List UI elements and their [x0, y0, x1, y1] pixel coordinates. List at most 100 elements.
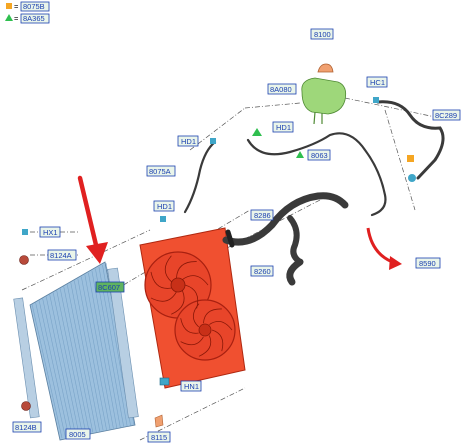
svg-text:8260: 8260	[254, 267, 271, 276]
svg-text:8063: 8063	[311, 151, 328, 160]
radiator-right-tank	[107, 267, 139, 419]
radiator-fin	[73, 280, 104, 431]
radiator-fin	[95, 268, 125, 427]
fan-blade	[180, 336, 204, 346]
legend-item-8a365-box	[20, 13, 50, 24]
reservoir-cap	[317, 63, 334, 73]
callout-hn1[interactable]: HN1	[180, 380, 202, 392]
callout-8124b[interactable]: 8124B	[12, 421, 42, 433]
clip-hc1-icon	[373, 97, 379, 103]
svg-text:=: =	[14, 14, 19, 23]
clip-8075b-fitting-icon	[408, 174, 416, 182]
callout-8260[interactable]: 8260	[250, 265, 274, 277]
radiator-fin	[98, 266, 128, 427]
callout-8c607[interactable]: 8C607	[95, 281, 125, 293]
radiator-fin	[91, 270, 121, 428]
callout-8063[interactable]: 8063	[307, 149, 331, 161]
callout-8005[interactable]: 8005	[65, 428, 91, 440]
radiator-fin	[49, 294, 80, 435]
svg-text:8286: 8286	[254, 211, 271, 220]
clip-hd1-top-icon	[210, 138, 216, 144]
fan-blade	[180, 318, 199, 334]
pointer-arrows	[77, 175, 402, 270]
callout-8100[interactable]: 8100	[310, 28, 334, 40]
callouts: 8100 8A080 HC1 8C289 HD1 HD1 8063 8075A …	[12, 28, 461, 443]
legend-triangle-icon	[5, 14, 13, 21]
callout-8075a[interactable]: 8075A	[146, 165, 176, 177]
callout-hx1[interactable]: HX1	[39, 226, 61, 238]
fan-blade	[198, 335, 212, 357]
svg-text:8005: 8005	[69, 430, 86, 439]
callout-8124a[interactable]: 8124A	[47, 249, 77, 261]
clip-hn1-icon	[159, 377, 170, 386]
legend: = 8075B = 8A365	[5, 1, 50, 24]
radiator-fin	[45, 296, 77, 436]
fan-blade	[182, 275, 209, 286]
hose-8063	[246, 132, 387, 217]
legend-item-8a365: 8A365	[23, 14, 45, 23]
bracket-8115-icon	[154, 414, 164, 428]
radiator-fin	[38, 300, 70, 437]
svg-text:8124B: 8124B	[15, 423, 37, 432]
callout-8a080[interactable]: 8A080	[267, 83, 297, 95]
marker-8a365-b-icon	[296, 151, 304, 158]
red-curved-arrowhead-icon	[389, 256, 402, 270]
svg-text:8590: 8590	[419, 259, 436, 268]
callout-hd1-mid[interactable]: HD1	[272, 121, 294, 133]
fan-lower-hub	[198, 323, 212, 337]
svg-text:8075A: 8075A	[149, 167, 171, 176]
red-down-arrow-icon	[77, 175, 99, 248]
fan-blade	[164, 255, 172, 283]
callout-8115[interactable]: 8115	[147, 431, 171, 443]
fan-blade	[171, 290, 185, 315]
fan-blade	[176, 261, 197, 279]
fan-blade	[192, 303, 200, 328]
callout-8286[interactable]: 8286	[250, 209, 274, 221]
svg-text:HD1: HD1	[181, 137, 196, 146]
fan-upper-hub	[170, 277, 186, 293]
radiator-fin	[77, 278, 107, 431]
radiator-fin	[42, 298, 73, 437]
svg-text:8C607: 8C607	[98, 283, 120, 292]
radiator-fin	[81, 276, 111, 430]
fan-blade	[150, 291, 177, 302]
svg-text:HD1: HD1	[276, 123, 291, 132]
svg-text:HD1: HD1	[157, 202, 172, 211]
fan-blade	[203, 308, 222, 324]
radiator-left-tank	[13, 297, 40, 419]
callout-hd1-top[interactable]: HD1	[177, 135, 199, 147]
callout-8c289[interactable]: 8C289	[432, 109, 461, 121]
radiator-fin	[70, 282, 101, 432]
svg-text:HC1: HC1	[370, 78, 385, 87]
svg-text:8124A: 8124A	[50, 251, 72, 260]
radiator	[13, 261, 139, 441]
fan-blade	[209, 320, 233, 331]
coolant-reservoir	[301, 63, 347, 125]
svg-text:HN1: HN1	[184, 382, 199, 391]
reservoir-body	[301, 77, 347, 115]
hose-upper-clamp	[225, 229, 235, 248]
cap-8124a-icon	[19, 255, 29, 265]
fan-blade	[211, 329, 224, 352]
svg-text:8115: 8115	[151, 433, 167, 442]
radiator-fin	[31, 303, 63, 439]
radiator-fin	[59, 288, 90, 434]
svg-text:8C289: 8C289	[435, 111, 457, 120]
hose-8286	[222, 192, 349, 246]
callout-hd1-low[interactable]: HD1	[153, 200, 175, 212]
legend-item-8075b-box	[20, 1, 50, 12]
hose-8c289	[376, 100, 445, 180]
clip-hd1-low-icon	[160, 216, 166, 222]
radiator-fin	[63, 286, 94, 433]
fan-blade	[150, 271, 172, 289]
fan-blades	[150, 255, 233, 357]
callout-8590[interactable]: 8590	[415, 257, 441, 269]
svg-text:HX1: HX1	[43, 228, 58, 237]
svg-text:8100: 8100	[314, 30, 331, 39]
clip-8075b-icon	[407, 155, 414, 162]
cap-8124b-icon	[21, 401, 31, 411]
radiator-fin	[52, 292, 83, 435]
callout-hc1[interactable]: HC1	[366, 76, 388, 88]
radiator-fin	[35, 301, 66, 438]
svg-text:8A080: 8A080	[270, 85, 292, 94]
